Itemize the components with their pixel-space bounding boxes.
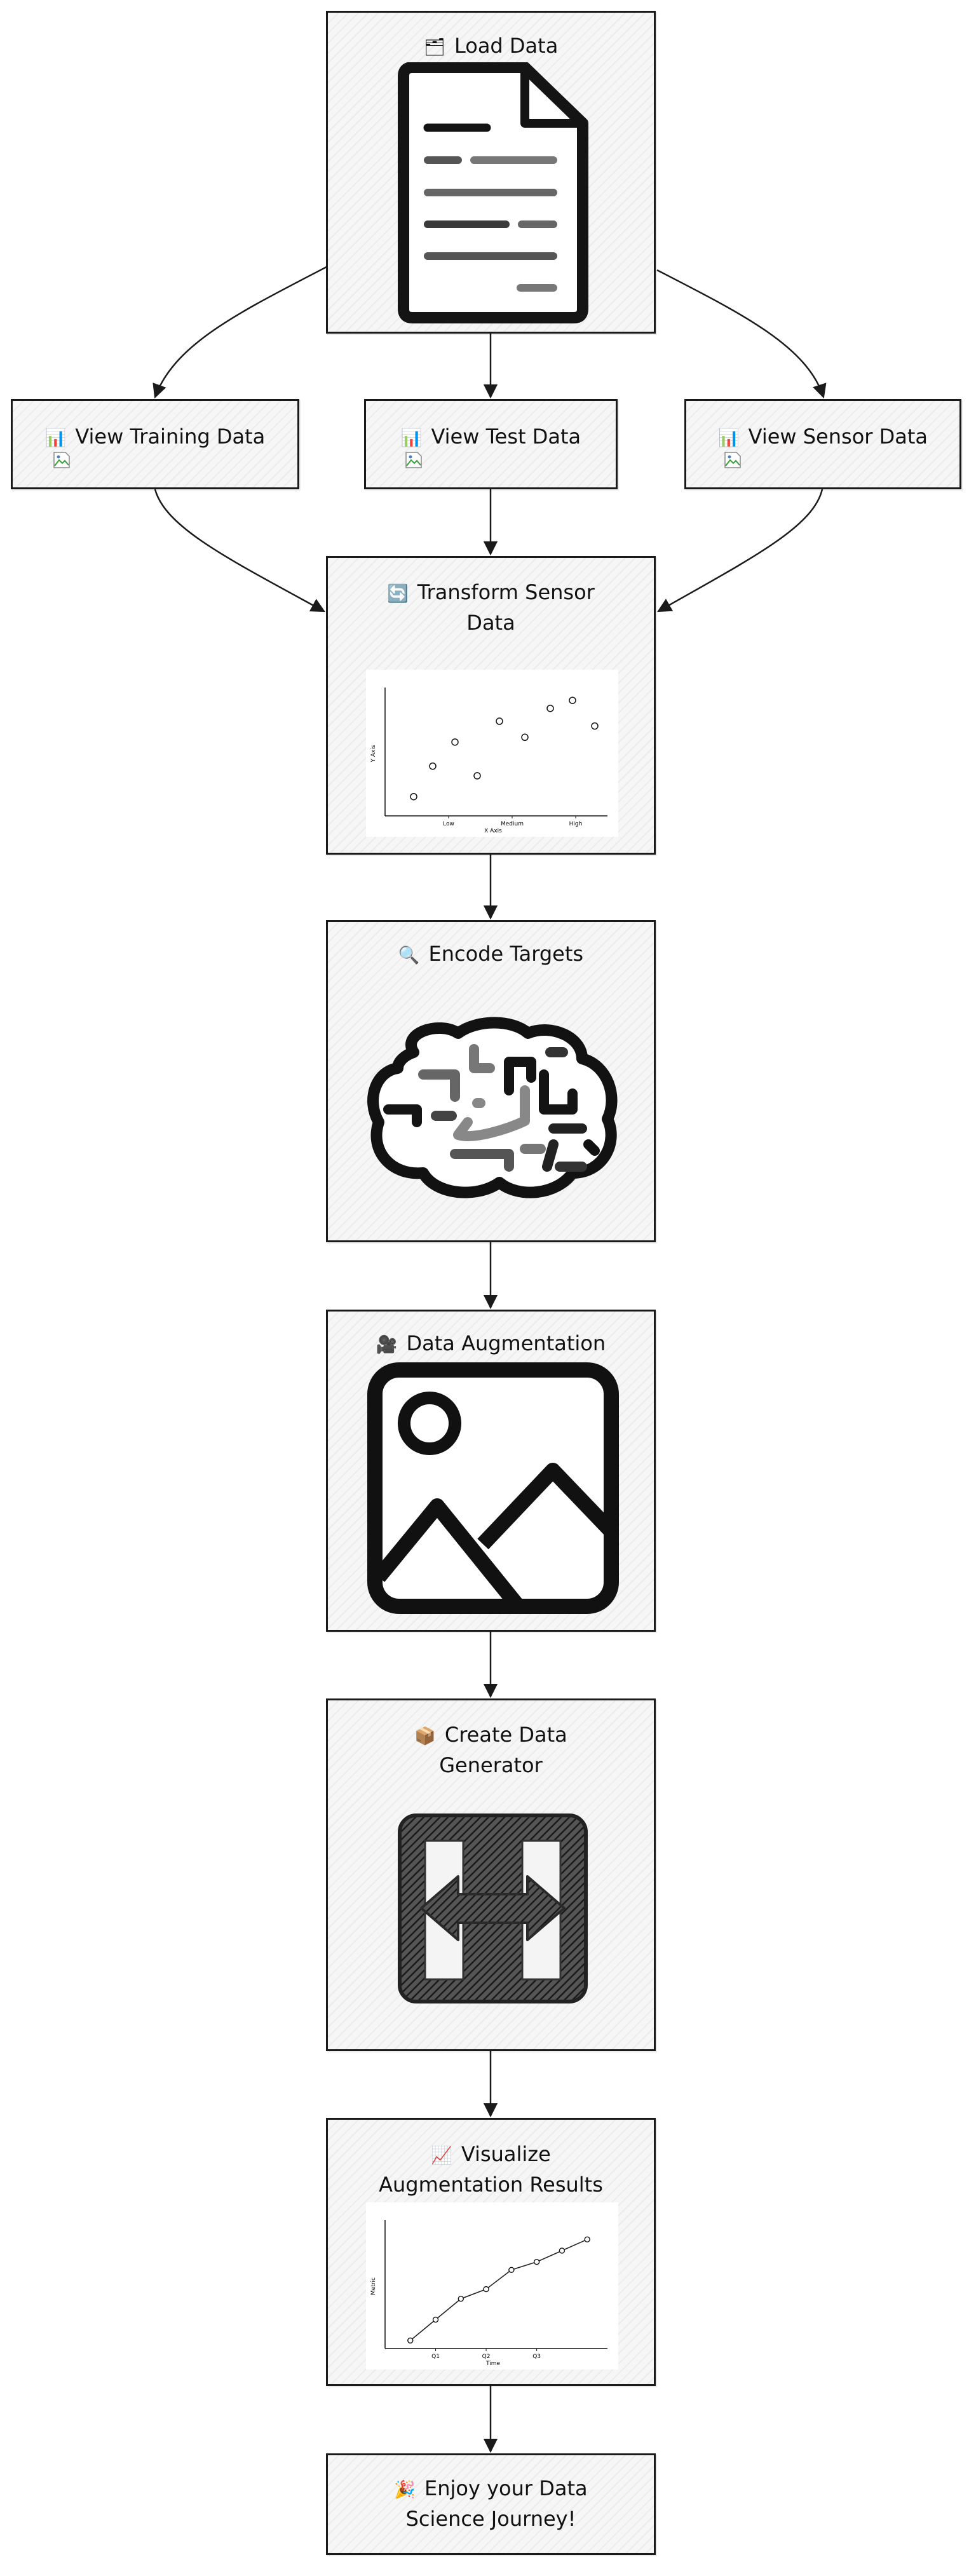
- broken-image-icon: [724, 452, 741, 468]
- node-enjoy-label-line2: Science Journey!: [405, 2507, 576, 2531]
- brain-icon: [367, 1017, 618, 1198]
- node-view-sensor-label: View Sensor Data: [748, 424, 928, 449]
- node-view-test-label: View Test Data: [431, 424, 581, 449]
- node-transform-title-line2: Data: [328, 607, 654, 638]
- node-view-training-data[interactable]: 📊 View Training Data: [11, 399, 299, 489]
- line-point: [508, 2267, 515, 2273]
- node-transform-title-line1: 🔄 Transform Sensor: [328, 577, 654, 609]
- line-point: [533, 2258, 540, 2265]
- document-icon: [398, 62, 588, 323]
- bar-chart-icon: 📊: [44, 428, 67, 448]
- scatter-point: [591, 722, 599, 730]
- node-view-test-data[interactable]: 📊 View Test Data: [364, 399, 618, 489]
- line-point: [559, 2247, 566, 2254]
- edge-load-to-training: [152, 266, 327, 399]
- scatter-tick-label: Low: [443, 821, 454, 827]
- bar-chart-icon: 📊: [718, 428, 740, 448]
- node-enjoy-label-line1: Enjoy your Data: [424, 2476, 588, 2500]
- node-load-data-label: Load Data: [454, 34, 559, 58]
- scatter-point: [546, 705, 554, 712]
- line-tick-label: Q1: [431, 2354, 440, 2360]
- node-load-data[interactable]: 🗂 Load Data: [326, 11, 656, 334]
- scatter-chart: Y Axis X Axis Low Medium High: [370, 688, 607, 834]
- scatter-tick-label: Medium: [501, 821, 524, 827]
- line-point: [407, 2337, 414, 2344]
- package-icon: 📦: [414, 1726, 436, 1746]
- node-visualize-label-line2: Augmentation Results: [379, 2173, 603, 2197]
- line-chart: Metric Time Q1 Q2 Q3: [370, 2220, 607, 2367]
- scatter-point: [473, 772, 481, 780]
- node-transform-label-line1: Transform Sensor: [417, 580, 595, 604]
- party-popper-icon: 🎉: [394, 2480, 416, 2500]
- magnifier-icon: 🔍: [398, 946, 420, 965]
- scatter-chart-panel: Y Axis X Axis Low Medium High: [366, 670, 618, 837]
- node-view-training-label: View Training Data: [75, 424, 266, 449]
- node-enjoy-journey[interactable]: 🎉 Enjoy your Data Science Journey!: [326, 2453, 656, 2555]
- node-enjoy-title-line1: 🎉 Enjoy your Data: [328, 2473, 654, 2505]
- node-visualize-label-line1: Visualize: [461, 2142, 551, 2166]
- node-generator-title-line2: Generator: [328, 1750, 654, 1780]
- node-generator-label-line2: Generator: [439, 1753, 543, 1777]
- image-icon: [367, 1362, 619, 1614]
- edge-sensor-to-transform: [657, 489, 824, 613]
- node-encode-title: 🔍 Encode Targets: [328, 939, 654, 971]
- bar-chart-icon: 📊: [400, 428, 423, 448]
- line-point: [584, 2236, 590, 2242]
- node-view-test-title: 📊 View Test Data: [366, 421, 616, 454]
- transfer-icon: [398, 1813, 588, 2003]
- scatter-point: [451, 738, 459, 746]
- scatter-point: [429, 762, 437, 770]
- scatter-ylabel: Y Axis: [370, 745, 377, 763]
- broken-image-icon: [405, 452, 422, 468]
- node-transform-sensor-data[interactable]: 🔄 Transform Sensor Data Y Axis X Axis Low…: [326, 556, 656, 855]
- node-encode-label: Encode Targets: [428, 942, 584, 966]
- line-xlabel: Time: [485, 2361, 500, 2367]
- line-ylabel: Metric: [370, 2277, 377, 2295]
- node-enjoy-title-line2: Science Journey!: [328, 2504, 654, 2534]
- node-view-training-title: 📊 View Training Data: [13, 421, 297, 454]
- node-encode-targets[interactable]: 🔍 Encode Targets: [326, 920, 656, 1242]
- line-point: [432, 2316, 439, 2323]
- line-tick-label: Q2: [482, 2354, 491, 2360]
- node-generator-label-line1: Create Data: [444, 1723, 567, 1747]
- scatter-tick-label: High: [569, 821, 583, 827]
- line-chart-icon: 📈: [431, 2146, 452, 2166]
- line-tick-label: Q3: [532, 2354, 541, 2360]
- node-augment-title: 🎥 Data Augmentation: [328, 1328, 654, 1360]
- node-view-sensor-data[interactable]: 📊 View Sensor Data: [684, 399, 961, 489]
- line-point: [483, 2286, 489, 2293]
- node-transform-label-line2: Data: [466, 611, 515, 635]
- node-visualize-title-line2: Augmentation Results: [328, 2169, 654, 2200]
- node-visualize-title-line1: 📈 Visualize: [328, 2139, 654, 2171]
- node-load-data-title: 🗂 Load Data: [328, 31, 654, 63]
- video-camera-icon: 🎥: [376, 1335, 398, 1355]
- scatter-point: [521, 733, 529, 742]
- node-create-data-generator[interactable]: 📦 Create Data Generator: [326, 1698, 656, 2051]
- edge-training-to-transform: [154, 489, 325, 613]
- line-chart-panel: Metric Time Q1 Q2 Q3: [366, 2202, 618, 2369]
- line-point: [458, 2296, 464, 2302]
- node-view-sensor-title: 📊 View Sensor Data: [686, 421, 959, 454]
- edge-load-to-sensor: [656, 269, 827, 399]
- node-data-augmentation[interactable]: 🎥 Data Augmentation: [326, 1310, 656, 1632]
- folder-icon: 🗂: [423, 37, 445, 57]
- node-generator-title-line1: 📦 Create Data: [328, 1719, 654, 1752]
- scatter-point: [569, 696, 576, 704]
- broken-image-icon: [53, 452, 70, 468]
- scatter-point: [410, 792, 417, 801]
- refresh-icon: 🔄: [387, 584, 409, 604]
- scatter-xlabel: X Axis: [484, 828, 502, 834]
- node-augment-label: Data Augmentation: [406, 1331, 606, 1355]
- scatter-point: [496, 717, 503, 725]
- line-series: [410, 2239, 588, 2341]
- node-visualize-augmentation-results[interactable]: 📈 Visualize Augmentation Results Metric T…: [326, 2118, 656, 2386]
